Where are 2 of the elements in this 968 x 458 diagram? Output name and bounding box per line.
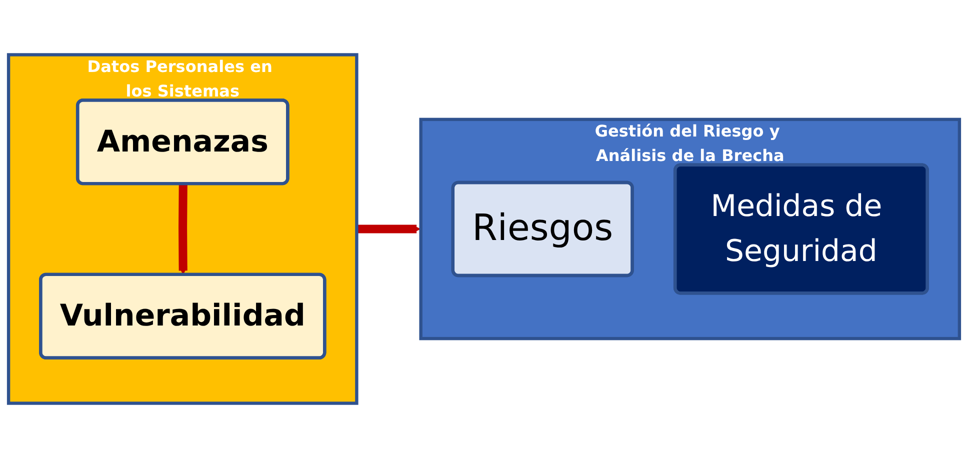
arrow <box>356 224 421 234</box>
arrow <box>178 184 188 275</box>
